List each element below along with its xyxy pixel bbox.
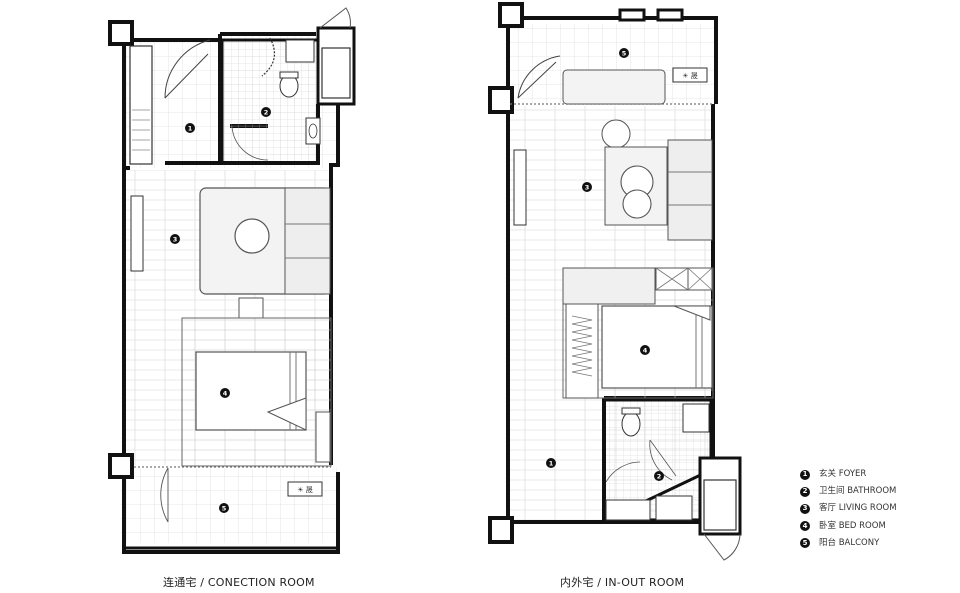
legend-number: 4 (800, 521, 810, 532)
plan-in-out-room: ☀ 晟 1 (488, 2, 742, 561)
room-marker-bedroom-left: 4 (223, 390, 228, 398)
room-marker-bathroom-left: 2 (264, 109, 269, 117)
plan-connection-room: ☀ 晟 1 2 3 4 5 (108, 7, 356, 554)
legend-label: 玄关 FOYER (819, 469, 867, 479)
room-marker-living-right: 3 (585, 184, 590, 192)
ac-label-left: ☀ 晟 (297, 486, 313, 494)
room-legend: 1 玄关 FOYER 2 卫生间 BATHROOM 3 客厅 LIVING RO… (800, 466, 897, 552)
legend-item-balcony: 5 阳台 BALCONY (800, 535, 897, 552)
room-marker-balcony-left: 5 (222, 505, 227, 513)
room-marker-bedroom-right: 4 (643, 347, 648, 355)
legend-label: 阳台 BALCONY (819, 537, 880, 548)
ac-label-right: ☀ 晟 (682, 72, 698, 80)
legend-label: 卧室 BED ROOM (819, 520, 886, 531)
caption-in-out-room: 内外宅 / IN-OUT ROOM (560, 576, 685, 589)
room-marker-bathroom-right: 2 (657, 473, 662, 481)
caption-connection-room: 连通宅 / CONECTION ROOM (163, 576, 315, 589)
legend-label: 客厅 LIVING ROOM (819, 503, 897, 514)
legend-item-bathroom: 2 卫生间 BATHROOM (800, 483, 897, 500)
legend-item-bed-room: 4 卧室 BED ROOM (800, 518, 897, 535)
legend-item-living-room: 3 客厅 LIVING ROOM (800, 500, 897, 517)
room-marker-living-left: 3 (173, 236, 178, 244)
legend-number: 5 (800, 538, 810, 549)
legend-label: 卫生间 BATHROOM (819, 486, 897, 497)
legend-item-foyer: 1 玄关 FOYER (800, 466, 897, 483)
room-marker-foyer-right: 1 (549, 460, 554, 468)
legend-number: 2 (800, 486, 810, 497)
room-marker-foyer-left: 1 (188, 125, 193, 133)
room-marker-balcony-right: 5 (622, 50, 627, 58)
legend-number: 3 (800, 504, 810, 514)
legend-number: 1 (800, 469, 810, 480)
